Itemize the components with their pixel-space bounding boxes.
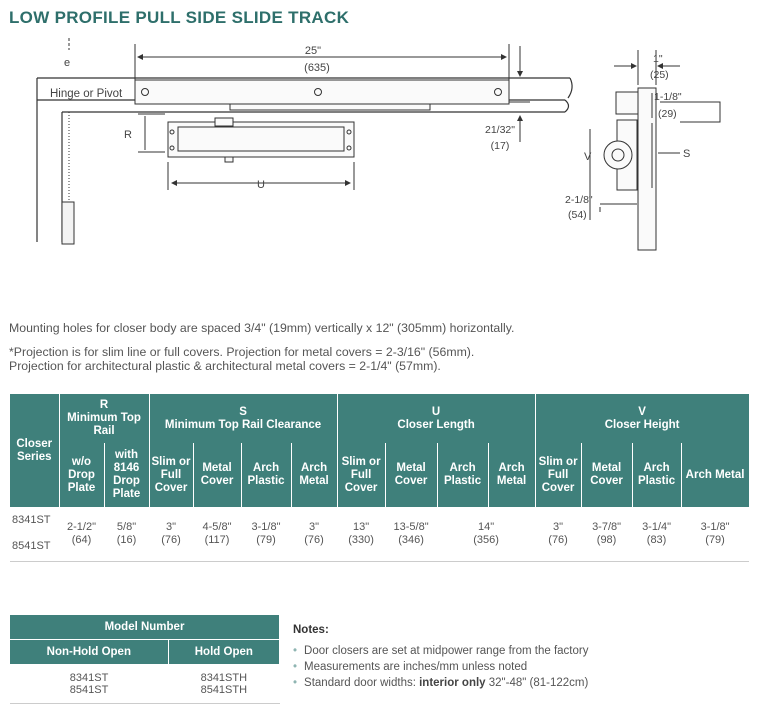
dim-1-mm: (25) bbox=[650, 69, 669, 81]
header-r-with-drop: with 8146 Drop Plate bbox=[104, 443, 150, 507]
dim-s: S bbox=[683, 148, 690, 160]
value-cell: 14"(356) bbox=[437, 507, 536, 562]
dim-1-1-8-mm: (29) bbox=[658, 108, 677, 120]
value-cell: 3-7/8"(98) bbox=[581, 507, 633, 562]
value-cell: 13-5/8"(346) bbox=[385, 507, 438, 562]
value-cell: 3-1/8"(79) bbox=[241, 507, 292, 562]
model-table: Model Number Non-Hold Open Hold Open 834… bbox=[10, 615, 281, 704]
model-header: Model Number bbox=[10, 615, 280, 640]
value-cell: 3-1/8"(79) bbox=[681, 507, 750, 562]
header-s-slim: Slim or Full Cover bbox=[149, 443, 194, 507]
header-v-arch-metal: Arch Metal bbox=[681, 443, 750, 507]
hinge-label: Hinge or Pivot bbox=[50, 88, 123, 100]
list-item: Door closers are set at midpower range f… bbox=[293, 643, 588, 659]
hinge-icon: e bbox=[64, 57, 70, 69]
dim-track: 21/32" bbox=[485, 124, 515, 136]
header-s-metal: Metal Cover bbox=[193, 443, 242, 507]
value-cell: 5/8"(16) bbox=[104, 507, 150, 562]
mounting-text: Mounting holes for closer body are space… bbox=[9, 321, 515, 335]
dim-2-1-8-mm: (54) bbox=[568, 209, 587, 221]
header-v-slim: Slim or Full Cover bbox=[535, 443, 582, 507]
header-u-arch-metal: Arch Metal bbox=[488, 443, 536, 507]
value-cell: 3-1/4"(83) bbox=[632, 507, 682, 562]
dim-track-mm: (17) bbox=[491, 140, 510, 152]
dim-2-1-8: 2-1/8" bbox=[565, 194, 593, 206]
notes-title: Notes: bbox=[293, 624, 329, 636]
dim-v: V bbox=[584, 151, 592, 163]
header-non-hold: Non-Hold Open bbox=[10, 639, 169, 664]
header-s-arch-metal: Arch Metal bbox=[291, 443, 338, 507]
header-hold: Hold Open bbox=[168, 639, 281, 664]
closer-body bbox=[167, 117, 355, 163]
hinge-centerline bbox=[61, 38, 75, 245]
header-u-slim: Slim or Full Cover bbox=[337, 443, 386, 507]
installation-drawing: e Hinge or Pivot 25" (635) 21/32" (17) R bbox=[36, 38, 721, 251]
value-cell: 3"(76) bbox=[149, 507, 194, 562]
header-r-wo-drop: w/o Drop Plate bbox=[59, 443, 105, 507]
header-u-arch-plastic: Arch Plastic bbox=[437, 443, 489, 507]
dim-length-mm: (635) bbox=[304, 62, 330, 74]
header-s-arch-plastic: Arch Plastic bbox=[241, 443, 292, 507]
dim-1: 1" bbox=[653, 53, 663, 65]
dim-u: U bbox=[257, 179, 265, 191]
side-view bbox=[603, 87, 721, 251]
header-closer-series: Closer Series bbox=[10, 394, 60, 507]
value-cell: 3"(76) bbox=[535, 507, 582, 562]
notes-list: Door closers are set at midpower range f… bbox=[293, 643, 588, 691]
header-v-metal: Metal Cover bbox=[581, 443, 633, 507]
dim-r: R bbox=[124, 129, 132, 141]
page-title: LOW PROFILE PULL SIDE SLIDE TRACK bbox=[9, 8, 350, 27]
header-v-arch-plastic: Arch Plastic bbox=[632, 443, 682, 507]
dim-1-1-8: 1-1/8" bbox=[654, 91, 682, 103]
value-cell: 4-5/8"(117) bbox=[193, 507, 242, 562]
projection-text-1: *Projection is for slim line or full cov… bbox=[9, 345, 475, 359]
value-cell: 2-1/2"(64) bbox=[59, 507, 104, 562]
dim-length: 25" bbox=[305, 45, 321, 57]
value-cell: 3"(76) bbox=[291, 507, 338, 562]
list-item: Measurements are inches/mm unless noted bbox=[293, 659, 588, 675]
slide-track bbox=[134, 79, 510, 111]
value-cell: 13"(330) bbox=[337, 507, 386, 562]
header-u-metal: Metal Cover bbox=[385, 443, 438, 507]
projection-text-2: Projection for architectural plastic & a… bbox=[9, 359, 441, 373]
list-item: Standard door widths: interior only 32"-… bbox=[293, 675, 588, 691]
